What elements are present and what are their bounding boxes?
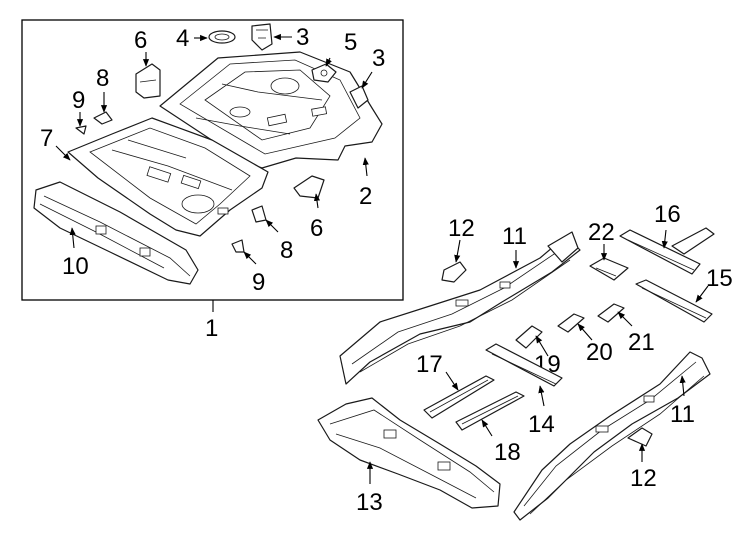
- cross-member-16: [619, 227, 715, 275]
- clip-8-left: [93, 111, 113, 125]
- bracket-6-lower: [293, 175, 325, 199]
- leader-8b: [265, 219, 279, 233]
- leader-5: [325, 57, 332, 67]
- callout-6b: 6: [310, 215, 323, 242]
- callout-8b: 8: [280, 237, 293, 264]
- callout-3a: 3: [296, 24, 309, 51]
- bracket-22: [589, 257, 629, 281]
- leader-11b: [679, 375, 686, 397]
- callout-7: 7: [40, 125, 53, 152]
- callout-17: 17: [416, 351, 443, 378]
- callout-16: 16: [654, 201, 681, 228]
- leader-21: [617, 311, 633, 327]
- callout-4: 4: [176, 25, 189, 52]
- leader-20: [577, 323, 593, 341]
- callout-10: 10: [62, 253, 89, 280]
- clip-9-left: [75, 125, 87, 135]
- reinforcement-17: [423, 375, 495, 419]
- leader-18: [481, 419, 493, 437]
- callout-3b: 3: [372, 45, 385, 72]
- side-rail-upper: [339, 231, 581, 385]
- callout-8a: 8: [96, 65, 109, 92]
- leader-3b: [361, 71, 373, 89]
- callout-12b: 12: [630, 465, 657, 492]
- clip-9-lower: [231, 239, 245, 253]
- callout-20: 20: [586, 339, 613, 366]
- callout-22: 22: [588, 219, 615, 246]
- bracket-6-upper: [135, 63, 161, 99]
- center-floor-pan: [67, 117, 269, 237]
- leader-12a: [454, 239, 461, 263]
- cross-member-15: [635, 279, 713, 323]
- callout-21: 21: [628, 329, 655, 356]
- callout-9a: 9: [72, 87, 85, 114]
- bracket-12-lower: [627, 427, 653, 447]
- leader-10: [69, 227, 76, 249]
- bracket-21: [597, 303, 625, 323]
- leader-14: [538, 385, 545, 407]
- callout-2: 2: [359, 183, 372, 210]
- callout-14: 14: [528, 411, 555, 438]
- bracket-19: [515, 325, 543, 349]
- leader-15: [695, 285, 709, 303]
- callout-1: 1: [205, 315, 218, 342]
- cross-member-14: [485, 343, 563, 387]
- bracket-3-upper: [251, 23, 273, 51]
- callout-18: 18: [494, 439, 521, 466]
- bracket-12-upper: [441, 261, 467, 283]
- callout-9b: 9: [252, 269, 265, 296]
- leader-9b: [243, 251, 257, 265]
- bracket-5: [311, 63, 337, 83]
- cross-member-13: [317, 397, 501, 509]
- leader-6b: [313, 193, 321, 209]
- callout-5: 5: [344, 29, 357, 56]
- callout-12a: 12: [448, 215, 475, 242]
- leader-19: [535, 335, 549, 357]
- clip-8-lower: [251, 205, 267, 223]
- bracket-20: [557, 313, 585, 333]
- leader-2: [362, 157, 369, 177]
- callout-11b: 11: [670, 401, 695, 428]
- reinforcement-18: [455, 391, 525, 431]
- plug-4: [208, 30, 236, 44]
- leader-16: [661, 229, 668, 249]
- bracket-3-right: [349, 85, 369, 109]
- leader-7: [55, 145, 71, 161]
- callout-15: 15: [706, 265, 733, 292]
- callout-6a: 6: [134, 27, 147, 54]
- floor-cross-member: [33, 181, 199, 285]
- callout-13: 13: [356, 489, 383, 516]
- leader-17: [445, 371, 459, 391]
- side-rail-lower: [513, 351, 711, 521]
- callout-11a: 11: [502, 223, 527, 250]
